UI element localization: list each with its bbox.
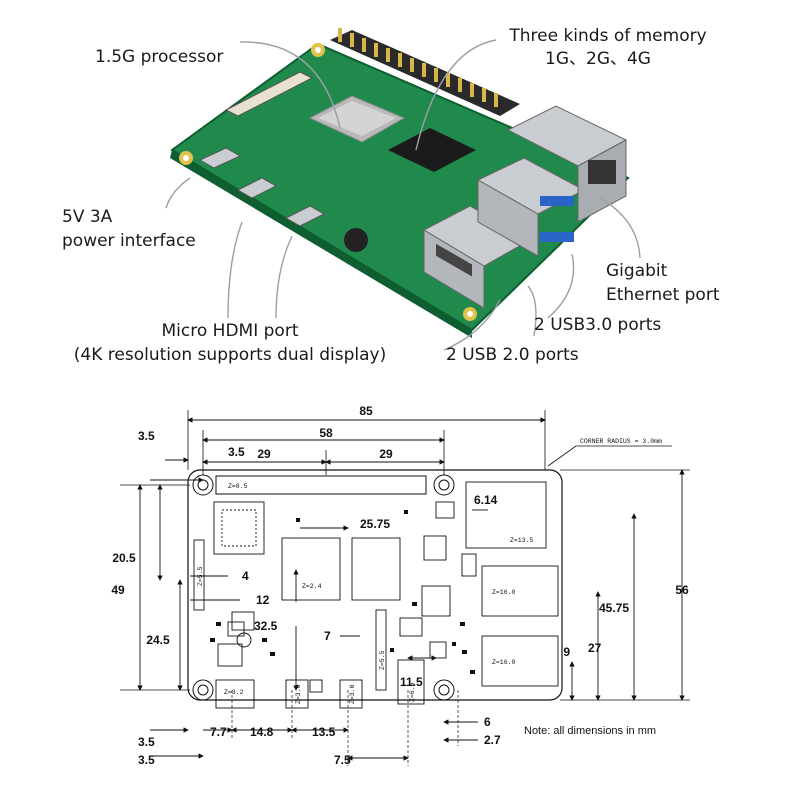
- memory-title-label: Three kinds of memory: [509, 26, 707, 46]
- z-label-gpio: Z=8.5: [228, 483, 248, 490]
- corner-radius-label: CORNER RADIUS = 3.0mm: [580, 438, 662, 445]
- power-label-line2: power interface: [62, 231, 196, 251]
- board-outline: [187, 469, 563, 701]
- dim-11-5: 11.5: [400, 675, 423, 689]
- z-label-audio: Z=6.0: [409, 682, 416, 702]
- hdmi-0-outline: [285, 679, 309, 709]
- dim-49: 49: [111, 583, 125, 597]
- gpio-outline: [215, 475, 427, 495]
- dim-7-7: 7.7: [210, 725, 227, 739]
- usb2-label: 2 USB 2.0 ports: [446, 345, 579, 365]
- dim-14-8: 14.8: [250, 725, 274, 739]
- usb3-outline: [481, 565, 559, 617]
- dimension-drawing: 85 58 29 29 3.5 3.5 49 20.5 24.5 4 12 25…: [111, 404, 690, 767]
- z-label-usb3: Z=16.0: [492, 589, 516, 596]
- hdmi-label-line1: Micro HDMI port: [161, 321, 299, 341]
- z-label-power: Z=3.2: [224, 689, 244, 696]
- ethernet-outline: [465, 481, 547, 549]
- dim-29-left: 29: [257, 447, 271, 461]
- z-label-usb2: Z=16.0: [492, 659, 516, 666]
- board-photo: [165, 28, 641, 351]
- micro-hdmi-port-1: [236, 177, 278, 199]
- micro-hdmi-port-2: [284, 205, 326, 227]
- memory-chip: [388, 128, 476, 172]
- usb2-outline: [481, 635, 559, 687]
- processor-outline: [281, 537, 341, 601]
- usb-c-port: [198, 147, 242, 169]
- audio-jack: [344, 228, 368, 252]
- memory-outline: [351, 537, 401, 601]
- dim-58: 58: [319, 426, 333, 440]
- ethernet-label-line2: Ethernet port: [606, 285, 720, 305]
- dim-56: 56: [675, 583, 689, 597]
- dim-29-right: 29: [379, 447, 393, 461]
- hdmi-1-outline: [339, 679, 363, 709]
- dim-6-14: 6.14: [474, 493, 498, 507]
- dim-12: 12: [256, 593, 270, 607]
- power-label-line1: 5V 3A: [62, 207, 113, 227]
- usb3-label: 2 USB3.0 ports: [534, 315, 662, 335]
- dim-9: 9: [563, 645, 570, 659]
- mounting-holes: [192, 474, 455, 701]
- dim-13-5: 13.5: [312, 725, 336, 739]
- audio-outline: [397, 659, 425, 705]
- wifi-module-outline: [213, 501, 265, 555]
- dim-3-5-bottom-b: 3.5: [138, 753, 155, 767]
- memory-sizes-label: 1G、2G、4G: [545, 49, 651, 69]
- dim-3-5-top-b: 3.5: [228, 445, 245, 459]
- z-label-hdmi1: Z=3.0: [349, 684, 356, 704]
- dim-20-5: 20.5: [112, 551, 136, 565]
- dim-24-5: 24.5: [146, 633, 170, 647]
- ethernet-label-line1: Gigabit: [606, 261, 668, 281]
- processor-label: 1.5G processor: [95, 47, 224, 67]
- dim-4: 4: [242, 569, 249, 583]
- z-label-camera-connector: Z=5.5: [379, 650, 386, 670]
- dim-3-5-top-a: 3.5: [138, 429, 155, 443]
- dim-7: 7: [324, 629, 331, 643]
- units-note: Note: all dimensions in mm: [524, 725, 656, 737]
- dim-2-7: 2.7: [484, 733, 501, 747]
- z-label-hdmi0: Z=3.0: [295, 684, 302, 704]
- dim-7-5: 7.5: [334, 753, 351, 767]
- hdmi-label-line2: (4K resolution supports dual display): [73, 345, 387, 365]
- dim-6: 6: [484, 715, 491, 729]
- dim-85: 85: [359, 404, 373, 418]
- power-port-outline: [215, 679, 255, 709]
- dim-3-5-bottom-a: 3.5: [138, 735, 155, 749]
- dim-27: 27: [588, 641, 602, 655]
- z-label-ethernet: Z=13.5: [510, 537, 534, 544]
- z-label-processor: Z=2.4: [302, 583, 322, 590]
- dim-32-5: 32.5: [254, 619, 278, 633]
- dim-45-75: 45.75: [599, 601, 629, 615]
- z-label-left-connector: Z=5.5: [197, 566, 204, 586]
- dim-25-75: 25.75: [360, 517, 390, 531]
